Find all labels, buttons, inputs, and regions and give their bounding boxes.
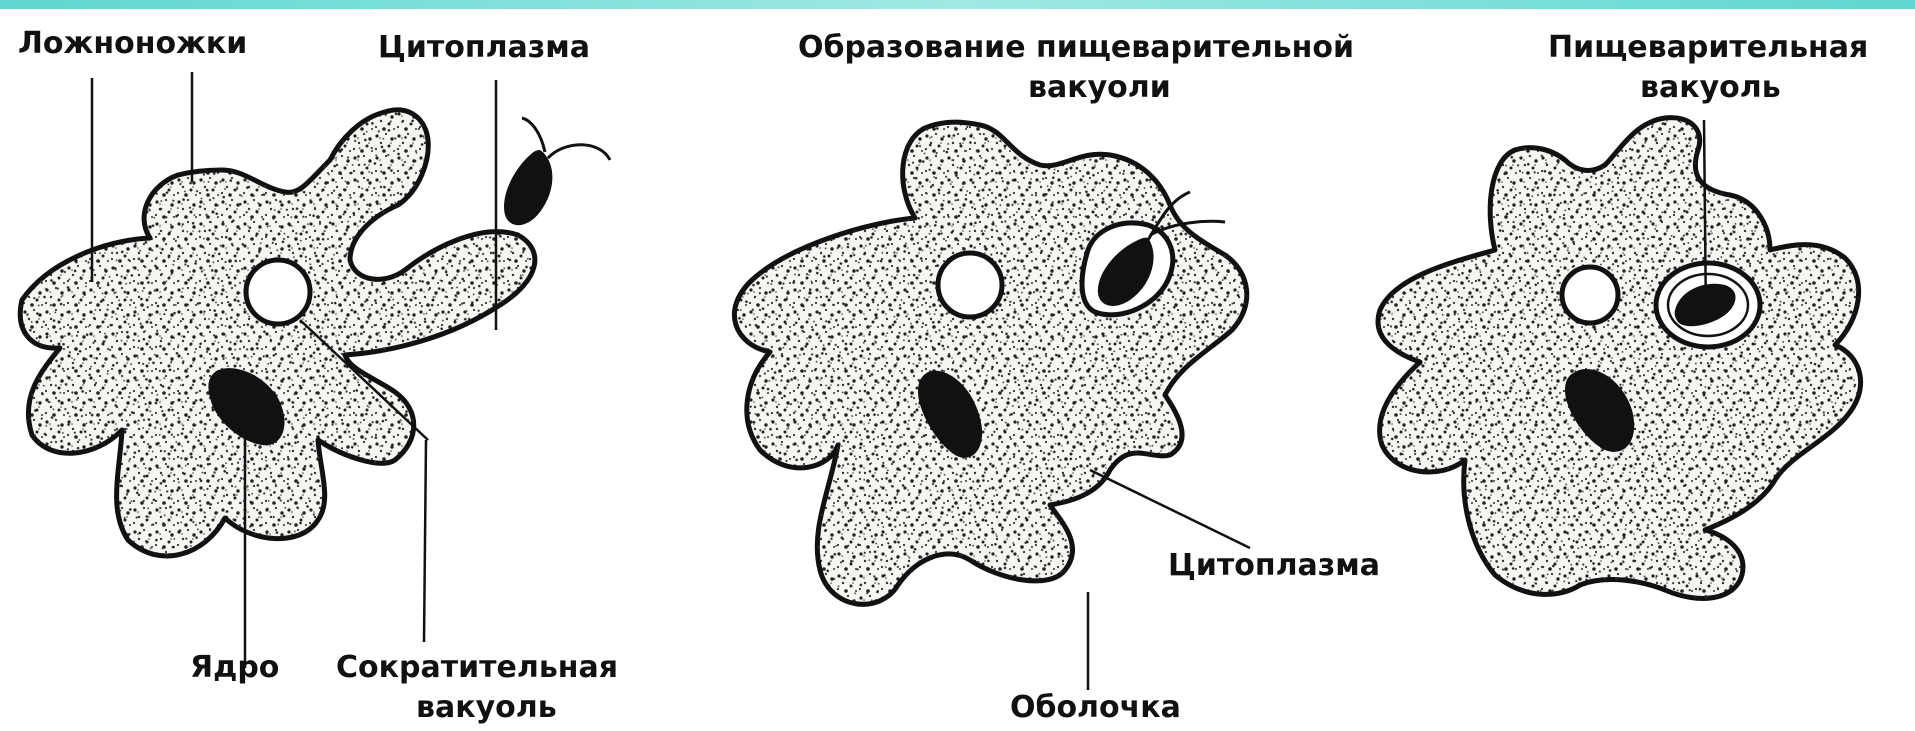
label-food-vacuole-formation-line1: Образование пищеварительной xyxy=(798,30,1354,66)
contractile-vacuole-3 xyxy=(1562,267,1618,323)
label-contractile-vacuole-line2: вакуоль xyxy=(416,690,557,726)
label-food-vacuole-line1: Пищеварительная xyxy=(1548,30,1868,66)
prey-organism-1 xyxy=(504,118,610,225)
label-cytoplasm-1: Цитоплазма xyxy=(378,30,590,66)
label-pseudopods: Ложноножки xyxy=(18,26,247,62)
amoeba-1 xyxy=(20,72,610,668)
label-food-vacuole-line2: вакуоль xyxy=(1640,70,1781,106)
label-food-vacuole-formation-line2: вакуоли xyxy=(1028,70,1171,106)
contractile-vacuole-2 xyxy=(938,253,1002,317)
food-vacuole-3 xyxy=(1656,263,1760,347)
accent-bar xyxy=(0,0,1915,9)
amoeba-2 xyxy=(734,122,1250,690)
label-membrane: Оболочка xyxy=(1010,690,1181,726)
contractile-vacuole-1 xyxy=(246,260,310,324)
label-nucleus: Ядро xyxy=(190,650,279,686)
label-cytoplasm-2: Цитоплазма xyxy=(1168,548,1380,584)
amoeba-3 xyxy=(1378,118,1861,599)
label-contractile-vacuole-line1: Сократительная xyxy=(336,650,618,686)
